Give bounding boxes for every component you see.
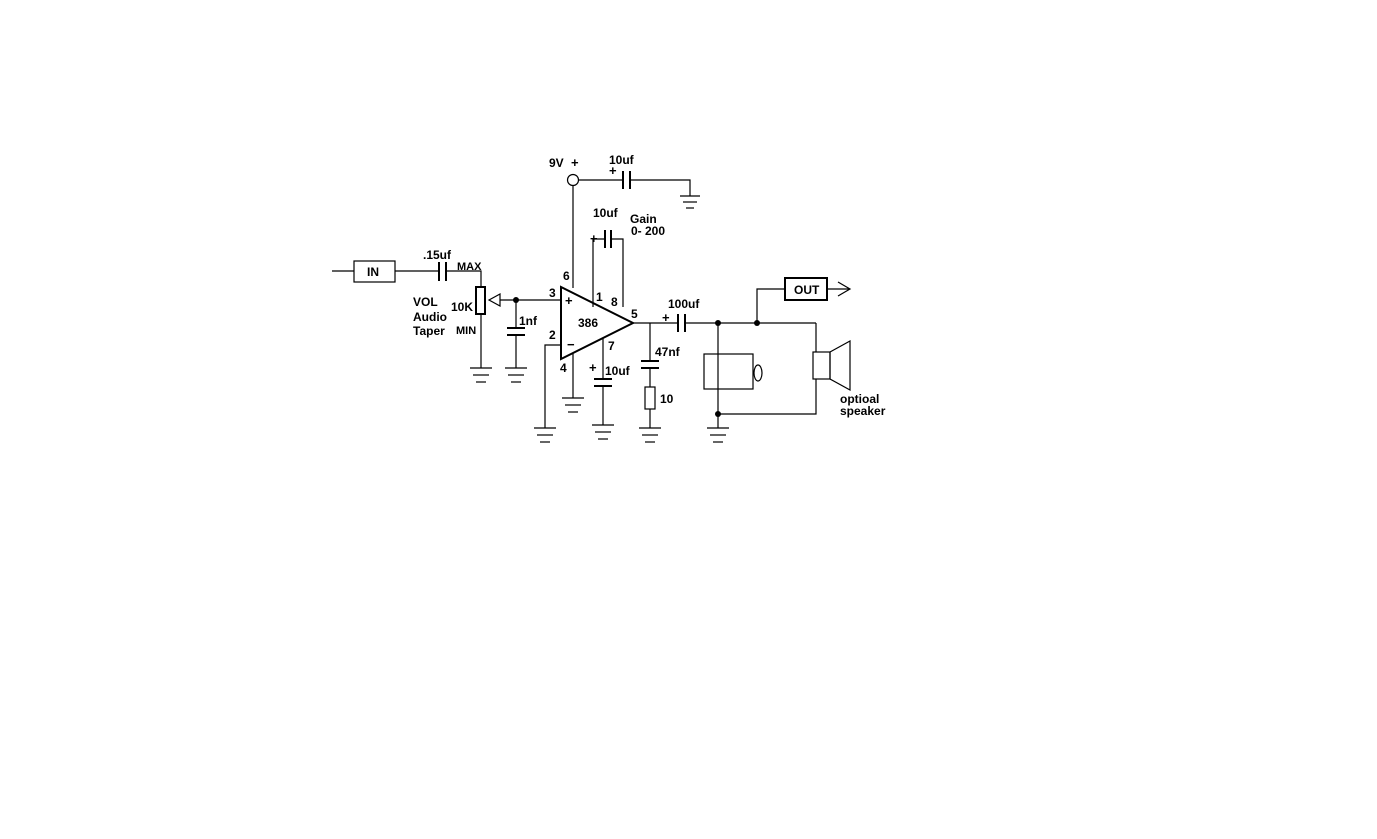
cap-to-pot-wire [447,270,482,287]
ground-symbol [592,424,614,440]
pot-desc-line2: Audio [413,310,447,324]
bypass-capacitor: + 10uf [589,360,631,387]
input-filter-capacitor: 1nf [507,314,538,336]
supply-cap-label: 10uf [609,153,635,167]
pin-label-2: 2 [549,328,556,342]
output-coupling-capacitor: + 100uf [662,297,700,332]
out-connector-wire [756,288,785,323]
volume-potentiometer: MAX 10K MIN VOL Audio Taper [413,261,501,338]
ground-symbol [639,427,661,443]
input-filter-label: 1nf [519,314,538,328]
pin-label-4: 4 [560,361,567,375]
pin-label-1: 1 [596,290,603,304]
input-cap-label: .15uf [423,248,452,262]
ground-symbol [534,427,556,443]
opamp-minus-input: − [567,337,575,352]
input-coupling-capacitor: .15uf [423,248,452,281]
opamp-386: 386 + − 3 2 6 1 8 5 4 7 [549,269,638,375]
pin-label-6: 6 [563,269,570,283]
input-label: IN [367,265,379,279]
output-label: OUT [794,283,820,297]
output-cap-label: 100uf [668,297,700,311]
zobel-resistor: 10 [644,386,674,410]
pot-min-label: MIN [456,325,476,337]
speaker-label-line2: speaker [840,404,886,418]
wiper-arrow-icon [487,292,501,308]
supply-plus-sign: + [571,155,579,170]
headphone-jack [703,353,763,390]
output-cap-polarity: + [662,310,670,325]
gain-network: + 10uf Gain 0- 200 [590,206,665,307]
pot-max-label: MAX [457,261,482,273]
gain-cap-polarity: + [590,231,598,246]
gain-range-label: 0- 200 [631,224,665,238]
opamp-plus-input: + [565,293,573,308]
input-connector: IN [353,260,396,283]
supply-terminal: 9V + [549,155,580,187]
pin-label-7: 7 [608,339,615,353]
ground-symbol [680,195,700,209]
ground-symbol [470,367,492,383]
ground-symbol [707,427,729,443]
speaker-icon: optioal speaker [812,339,886,418]
supply-rail-wire [578,179,691,196]
pin2-ground-wire [544,344,561,428]
bypass-cap-polarity: + [589,360,597,375]
supply-cap-polarity: + [609,163,617,178]
pot-value-label: 10K [451,300,473,314]
zobel-cap-label: 47nf [655,345,681,359]
speaker-label-line1: optioal [840,392,879,406]
pin-label-3: 3 [549,286,556,300]
opamp-name: 386 [578,316,598,330]
ground-symbol [562,397,584,413]
output-arrow-icon [827,281,852,297]
zobel-resistor-label: 10 [660,392,674,406]
supply-decoupling-capacitor: + 10uf [609,153,635,189]
gain-cap-label: 10uf [593,206,619,220]
pot-desc-line1: VOL [413,295,438,309]
bypass-cap-label: 10uf [605,364,631,378]
output-connector: OUT [784,277,852,301]
pot-desc-line3: Taper [413,324,445,338]
pin-label-5: 5 [631,307,638,321]
supply-voltage-label: 9V [549,156,564,170]
zobel-capacitor: 47nf [641,345,681,369]
speaker-wire [718,323,817,415]
jack-socket-icon [753,364,763,382]
ground-symbol [505,367,527,383]
pin-label-8: 8 [611,295,618,309]
gain-label: Gain [630,212,657,226]
